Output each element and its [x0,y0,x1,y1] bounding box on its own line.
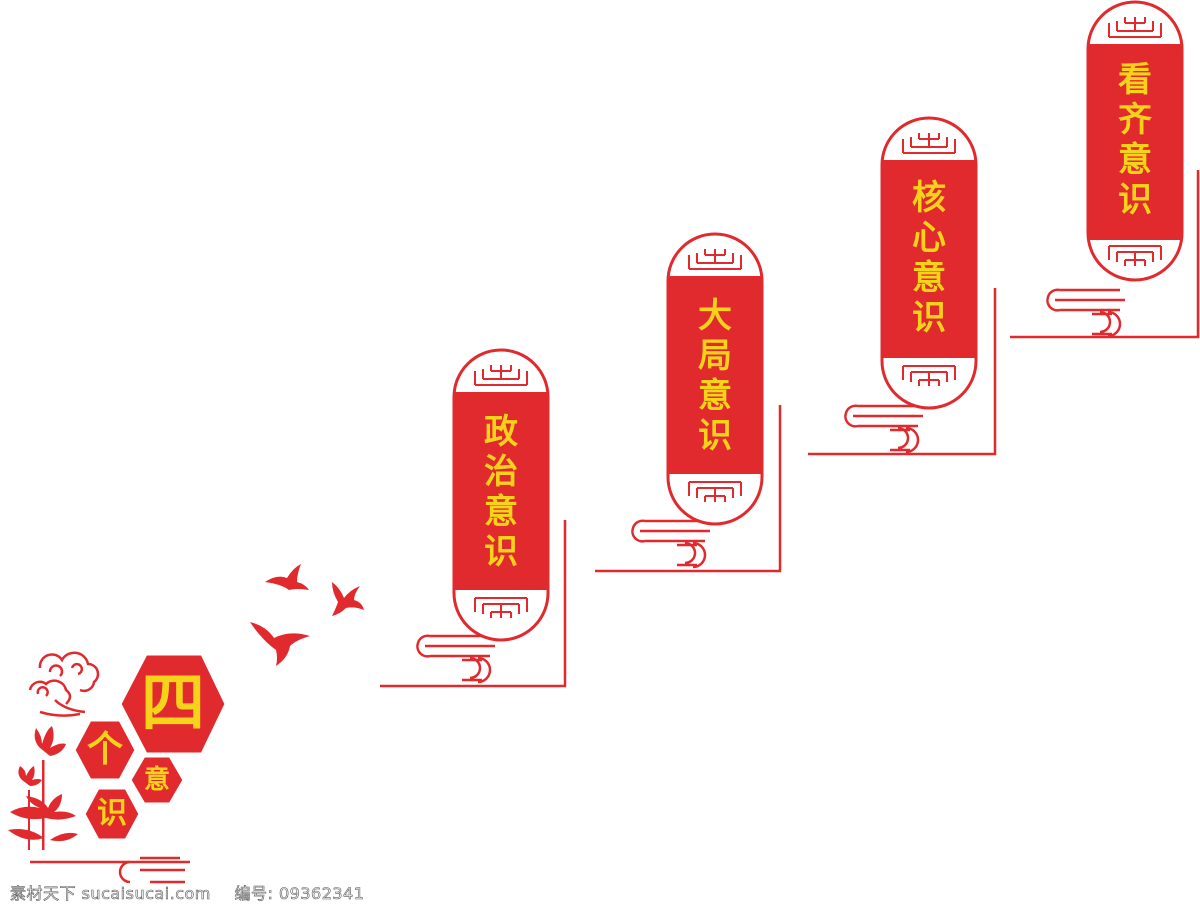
char: 意 [484,492,518,532]
badge-shi-char: 识 [97,796,127,831]
watermark: 素材天下 sucaisucai.com 编号: 09362341 [10,880,382,904]
badge-ge-char: 个 [86,729,123,770]
char: 看 [1118,60,1152,100]
char: 大 [698,296,732,336]
char: 意 [698,376,732,416]
badge-big-char: 四 [141,667,205,741]
panel-align-label: 看 齐 意 识 [1105,60,1165,220]
panel-core-label: 核 心 意 识 [899,178,959,338]
scroll-curls [118,288,1125,884]
bird-icon [250,564,364,666]
lotus-icon [8,726,78,850]
panel-politics [452,348,550,642]
watermark-id: 编号: 09362341 [234,884,365,904]
step-lines [30,170,1200,864]
char: 意 [1118,140,1152,180]
char: 识 [484,532,518,572]
char: 识 [912,298,946,338]
panel-align [1086,0,1184,282]
hex-badge [72,652,228,842]
char: 齐 [1118,100,1152,140]
char: 意 [912,258,946,298]
badge-yi-char: 意 [143,765,170,795]
panel-core [880,116,978,410]
char: 核 [912,178,946,218]
char: 局 [698,336,732,376]
char: 治 [484,452,518,492]
panel-overall-label: 大 局 意 识 [685,296,745,456]
panel-politics-label: 政 治 意 识 [471,412,531,572]
panel-overall [666,232,764,526]
watermark-site: 素材天下 sucaisucai.com [10,884,211,904]
char: 识 [1118,180,1152,220]
char: 心 [912,218,946,258]
cloud-icon [28,651,100,717]
char: 识 [698,416,732,456]
char: 政 [484,412,518,452]
